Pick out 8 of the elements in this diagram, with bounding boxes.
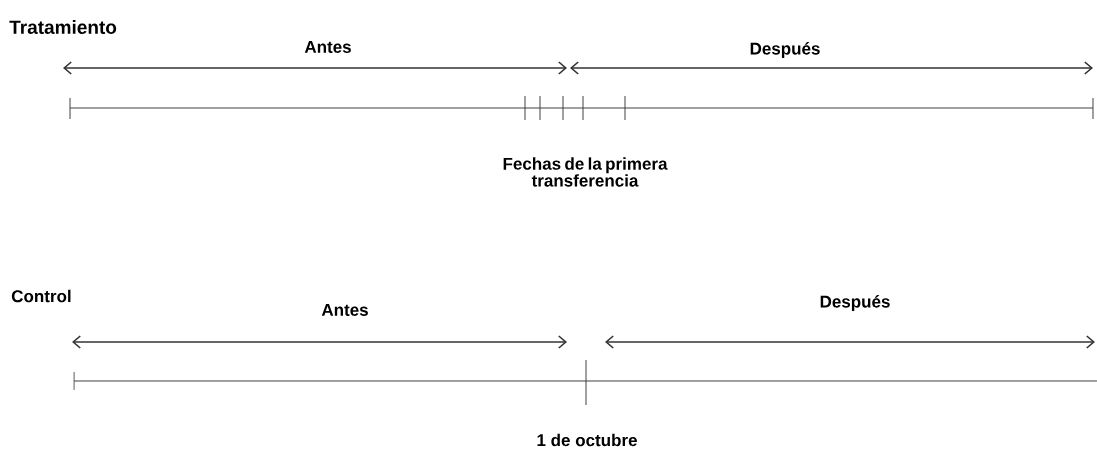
period-label: Antes — [304, 41, 351, 53]
timeline-caption: 1 de octubre — [537, 433, 637, 447]
period-label: Después — [750, 42, 820, 58]
row-heading: Tratamiento — [9, 20, 117, 34]
row-heading: Control — [11, 289, 71, 303]
period-label: Antes — [321, 304, 368, 316]
timeline-caption: Fechas de la primera transferencia — [503, 157, 668, 187]
period-label: Después — [820, 295, 890, 311]
